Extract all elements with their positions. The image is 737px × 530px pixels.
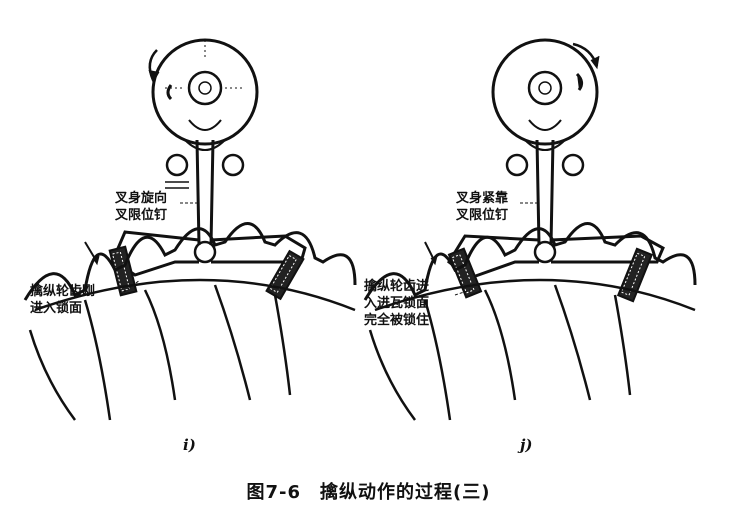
right-escapement: [363, 38, 697, 421]
left-label-fork-line2: 叉限位钉: [115, 208, 168, 223]
right-label-fork: 叉身紧靠 叉限位钉: [456, 190, 508, 224]
right-sublabel: j): [520, 436, 533, 454]
left-label-escape: 擒纵轮齿刚 进入锁面: [30, 283, 95, 317]
left-label-escape-line2: 进入锁面: [30, 301, 83, 316]
right-label-escape-line3: 完全被锁住: [364, 313, 430, 328]
left-label-fork: 叉身旋向 叉限位钉: [115, 190, 167, 224]
figure-caption: 图7-6 擒纵动作的过程(三): [246, 482, 491, 503]
left-sublabel: i): [183, 436, 196, 454]
left-label-escape-line1: 擒纵轮齿刚: [30, 284, 96, 299]
right-label-escape-line1: 擒纵轮齿进: [364, 279, 430, 294]
right-label-escape: 擒纵轮齿进 入进瓦锁面 完全被锁住: [364, 278, 429, 329]
right-label-fork-line1: 叉身紧靠: [456, 191, 509, 206]
leader-lines: [119, 202, 540, 296]
right-label-escape-line2: 入进瓦锁面: [364, 296, 430, 311]
left-escapement: [23, 38, 357, 421]
left-label-fork-line1: 叉身旋向: [115, 191, 168, 206]
right-label-fork-line2: 叉限位钉: [456, 208, 509, 223]
